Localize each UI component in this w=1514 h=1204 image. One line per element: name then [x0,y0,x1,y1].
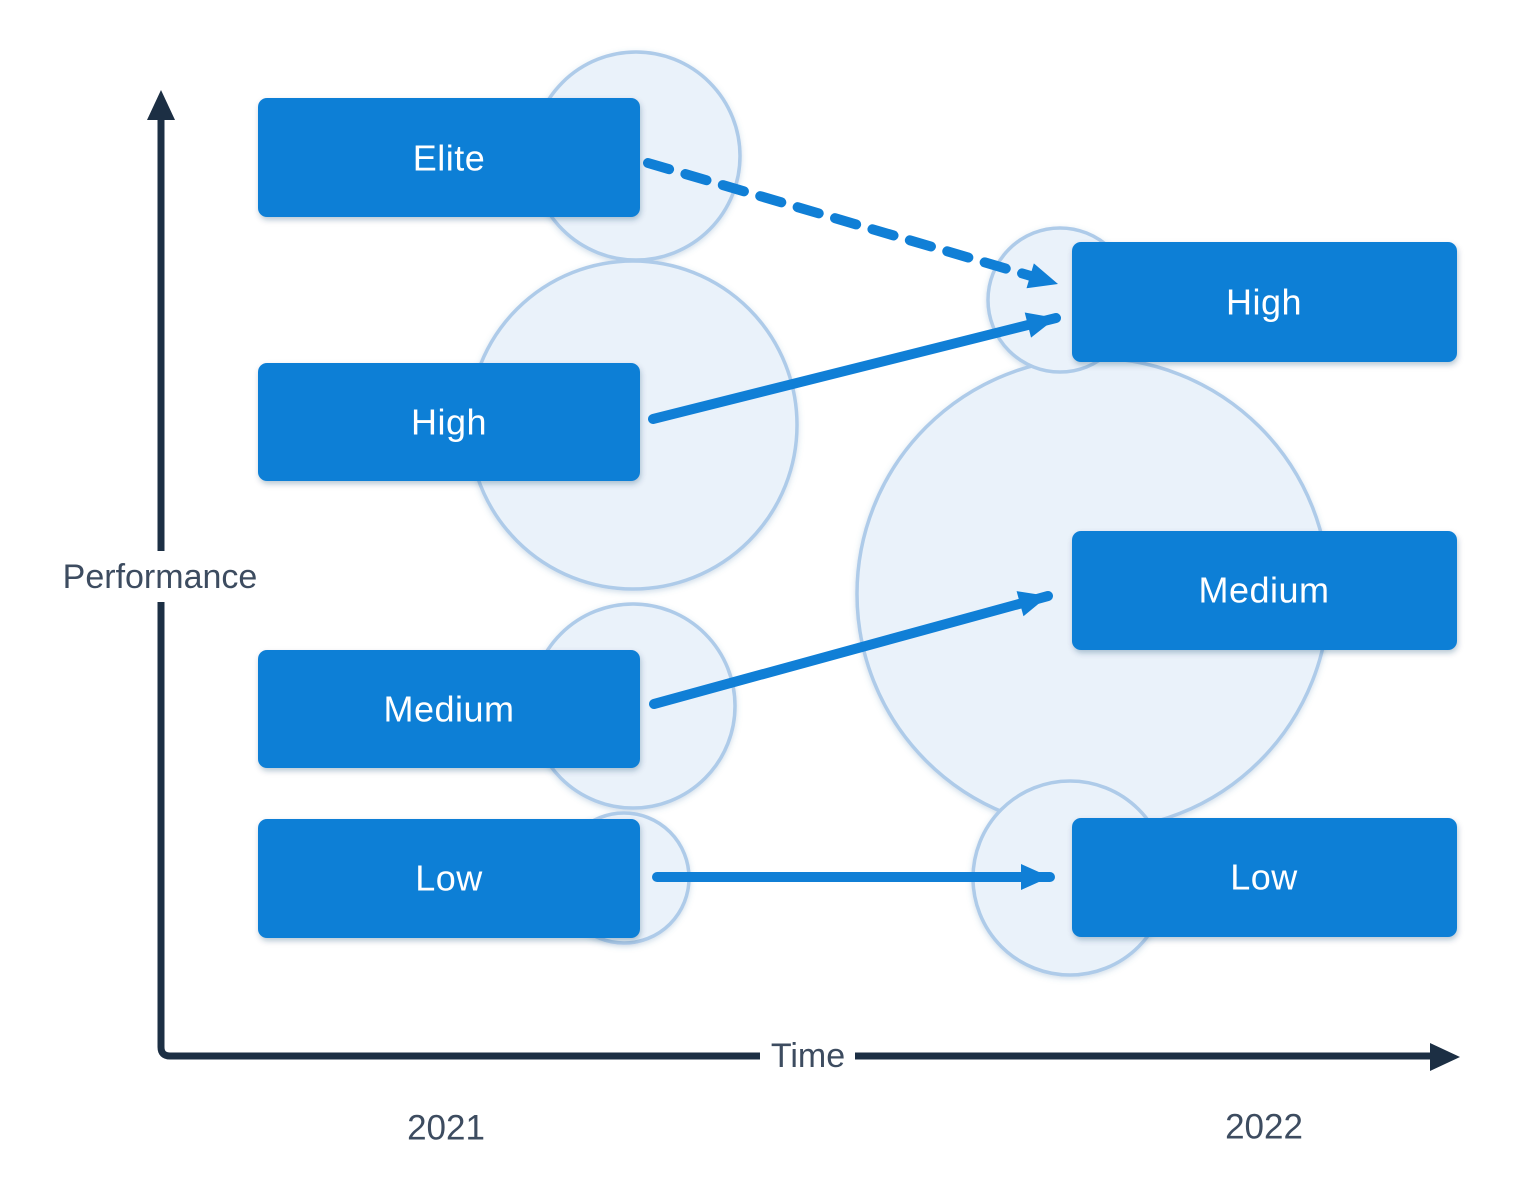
y-axis-arrowhead-icon [147,90,175,120]
edges [643,158,1063,890]
node-medium-2022-box [1072,531,1457,650]
x-axis-label-backdrop [760,1032,855,1080]
axis-lines [157,114,1434,1060]
x-axis-label: Time [771,1037,845,1075]
node-high-2022-label: High [1226,282,1302,323]
node-low-2022-label: Low [1230,857,1298,898]
node-high-2021: High [258,363,640,481]
node-high-2022: High [1072,242,1457,362]
node-low-2021-box [258,819,640,938]
node-low-2021: Low [258,819,640,938]
node-medium-2021-box [258,650,640,768]
node-elite-2021-label: Elite [413,138,486,179]
node-medium-2022-label: Medium [1198,570,1329,611]
node-medium-2021: Medium [258,650,640,768]
nodes-2022: High Medium Low [1072,242,1457,937]
node-medium-2021-label: Medium [383,689,514,730]
node-high-2021-box [258,363,640,481]
node-medium-2022: Medium [1072,531,1457,650]
axes: Performance Time 2021 2022 [48,90,1460,1148]
node-high-2021-label: High [411,402,487,443]
node-elite-2021: Elite [258,98,640,217]
node-low-2022-box [1072,818,1457,937]
y-axis-label-backdrop [48,551,270,602]
node-elite-2021-box [258,98,640,217]
node-high-2022-box [1072,242,1457,362]
x-tick-2022: 2022 [1225,1108,1303,1147]
edge-high-to-high [648,312,1061,424]
y-axis-label: Performance [63,558,258,596]
edge-medium-to-medium [649,591,1053,709]
x-tick-2021: 2021 [407,1109,485,1148]
x-axis-arrowhead-icon [1430,1043,1460,1071]
nodes-2021: Elite High Medium Low [258,98,640,938]
node-low-2022: Low [1072,818,1457,937]
node-low-2021-label: Low [415,858,483,899]
edge-elite-to-high [643,158,1063,289]
